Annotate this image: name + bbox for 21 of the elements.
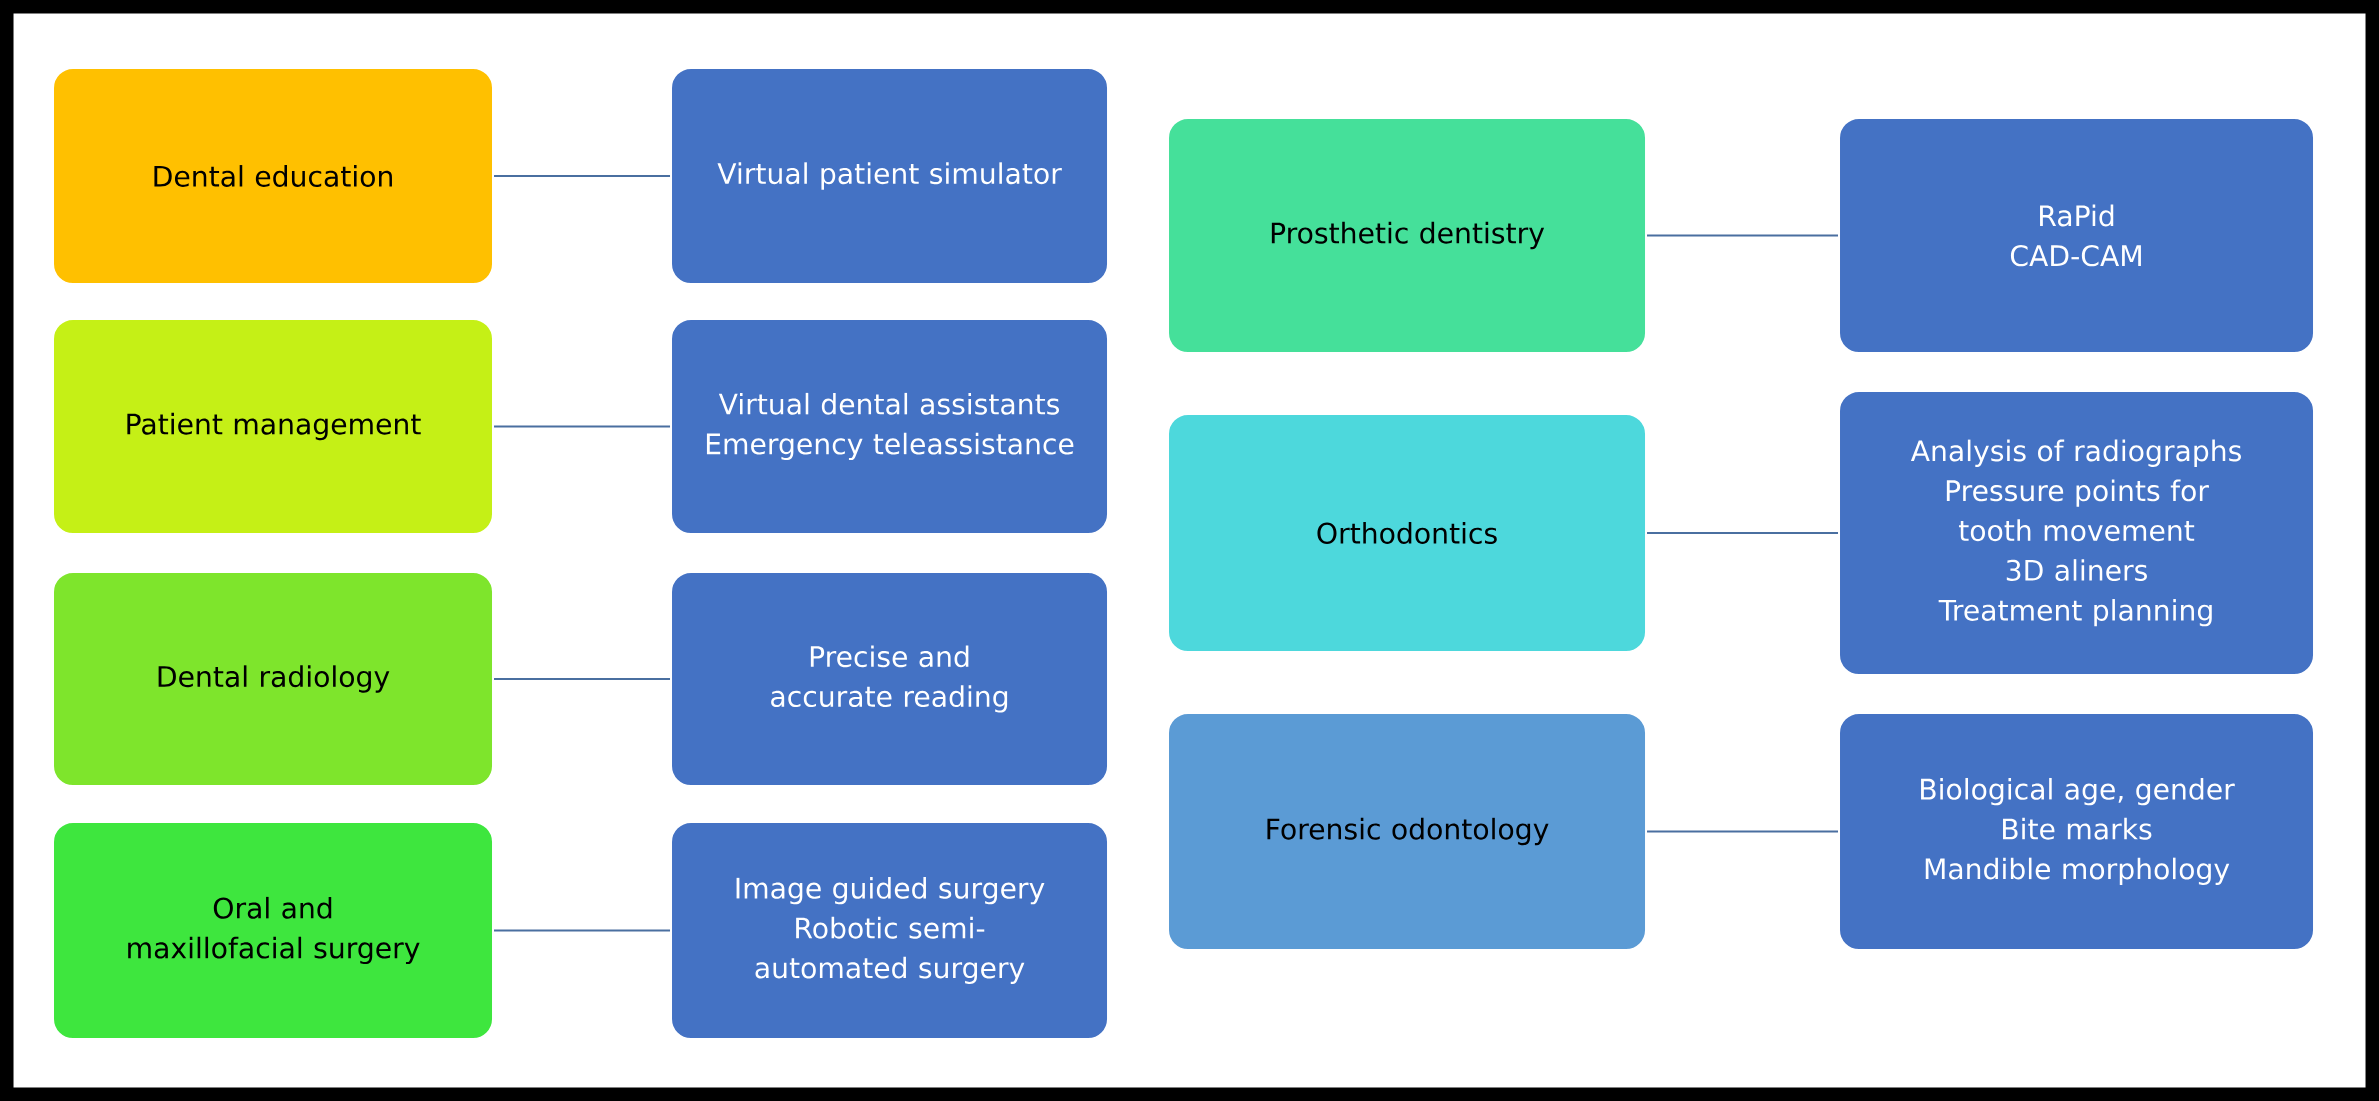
category-box: Oral and maxillofacial surgery	[52, 821, 494, 1040]
application-box: Image guided surgery Robotic semi-automated surgery	[670, 821, 1110, 1040]
connector-line	[493, 678, 671, 680]
connector-line	[1646, 234, 1839, 237]
application-box: Virtual patient simulator	[670, 67, 1110, 285]
application-box: RaPid CAD-CAM	[1838, 117, 2315, 354]
category-box: Orthodontics	[1167, 413, 1648, 653]
category-box: Dental radiology	[52, 571, 494, 787]
application-box: Virtual dental assistants Emergency teleassistance	[670, 318, 1110, 535]
connector-line	[1646, 532, 1839, 534]
connector-line	[493, 175, 671, 177]
application-box: Precise and accurate reading	[670, 571, 1110, 787]
category-box: Patient management	[52, 318, 494, 535]
connector-line	[493, 929, 671, 932]
connector-line	[493, 425, 671, 428]
connector-line	[1646, 830, 1839, 833]
category-box: Dental education	[52, 67, 494, 285]
application-box: Analysis of radiographs Pressure points for tooth movement 3D aliners Treatment planning	[1838, 390, 2315, 676]
category-box: Forensic odontology	[1167, 712, 1648, 951]
category-box: Prosthetic dentistry	[1167, 117, 1648, 354]
application-box: Biological age, gender Bite marks Mandible morphology	[1838, 712, 2315, 951]
